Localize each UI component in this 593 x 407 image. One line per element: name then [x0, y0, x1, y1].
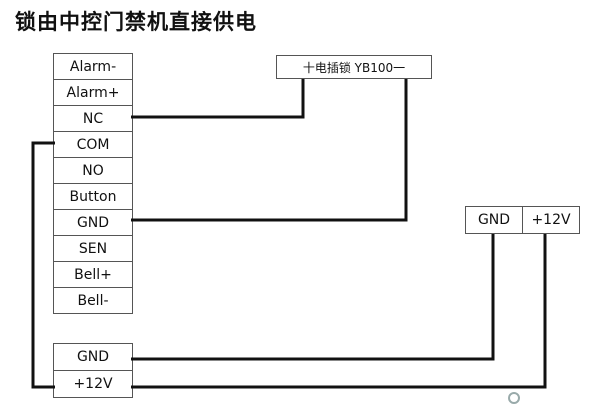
supply-12v: +12V	[522, 206, 580, 234]
terminal-button: Button	[53, 183, 133, 210]
terminal-no: NO	[53, 157, 133, 184]
watermark	[508, 388, 588, 407]
terminal-bell-minus: Bell-	[53, 287, 133, 314]
terminal-nc: NC	[53, 105, 133, 132]
electric-lock-box: 十电插锁 YB100一	[276, 55, 432, 79]
wire-gnd-to-supply-gnd	[131, 234, 495, 361]
diagram-title: 锁由中控门禁机直接供电	[15, 10, 257, 34]
wire-12v-to-supply-12v	[131, 234, 547, 389]
terminal-com: COM	[53, 131, 133, 158]
wire-gnd-to-lock-minus	[131, 79, 408, 222]
supply-gnd: GND	[465, 206, 523, 234]
terminal-sen: SEN	[53, 235, 133, 262]
power-terminal-gnd: GND	[53, 343, 133, 371]
terminal-alarm-minus: Alarm-	[53, 53, 133, 80]
wire-com-to-12v	[31, 141, 55, 389]
terminal-gnd: GND	[53, 209, 133, 236]
wire-nc-to-lock-plus	[131, 79, 305, 119]
watermark-icon	[508, 391, 520, 404]
terminal-bell-plus: Bell+	[53, 261, 133, 288]
power-terminal-12v: +12V	[53, 370, 133, 398]
